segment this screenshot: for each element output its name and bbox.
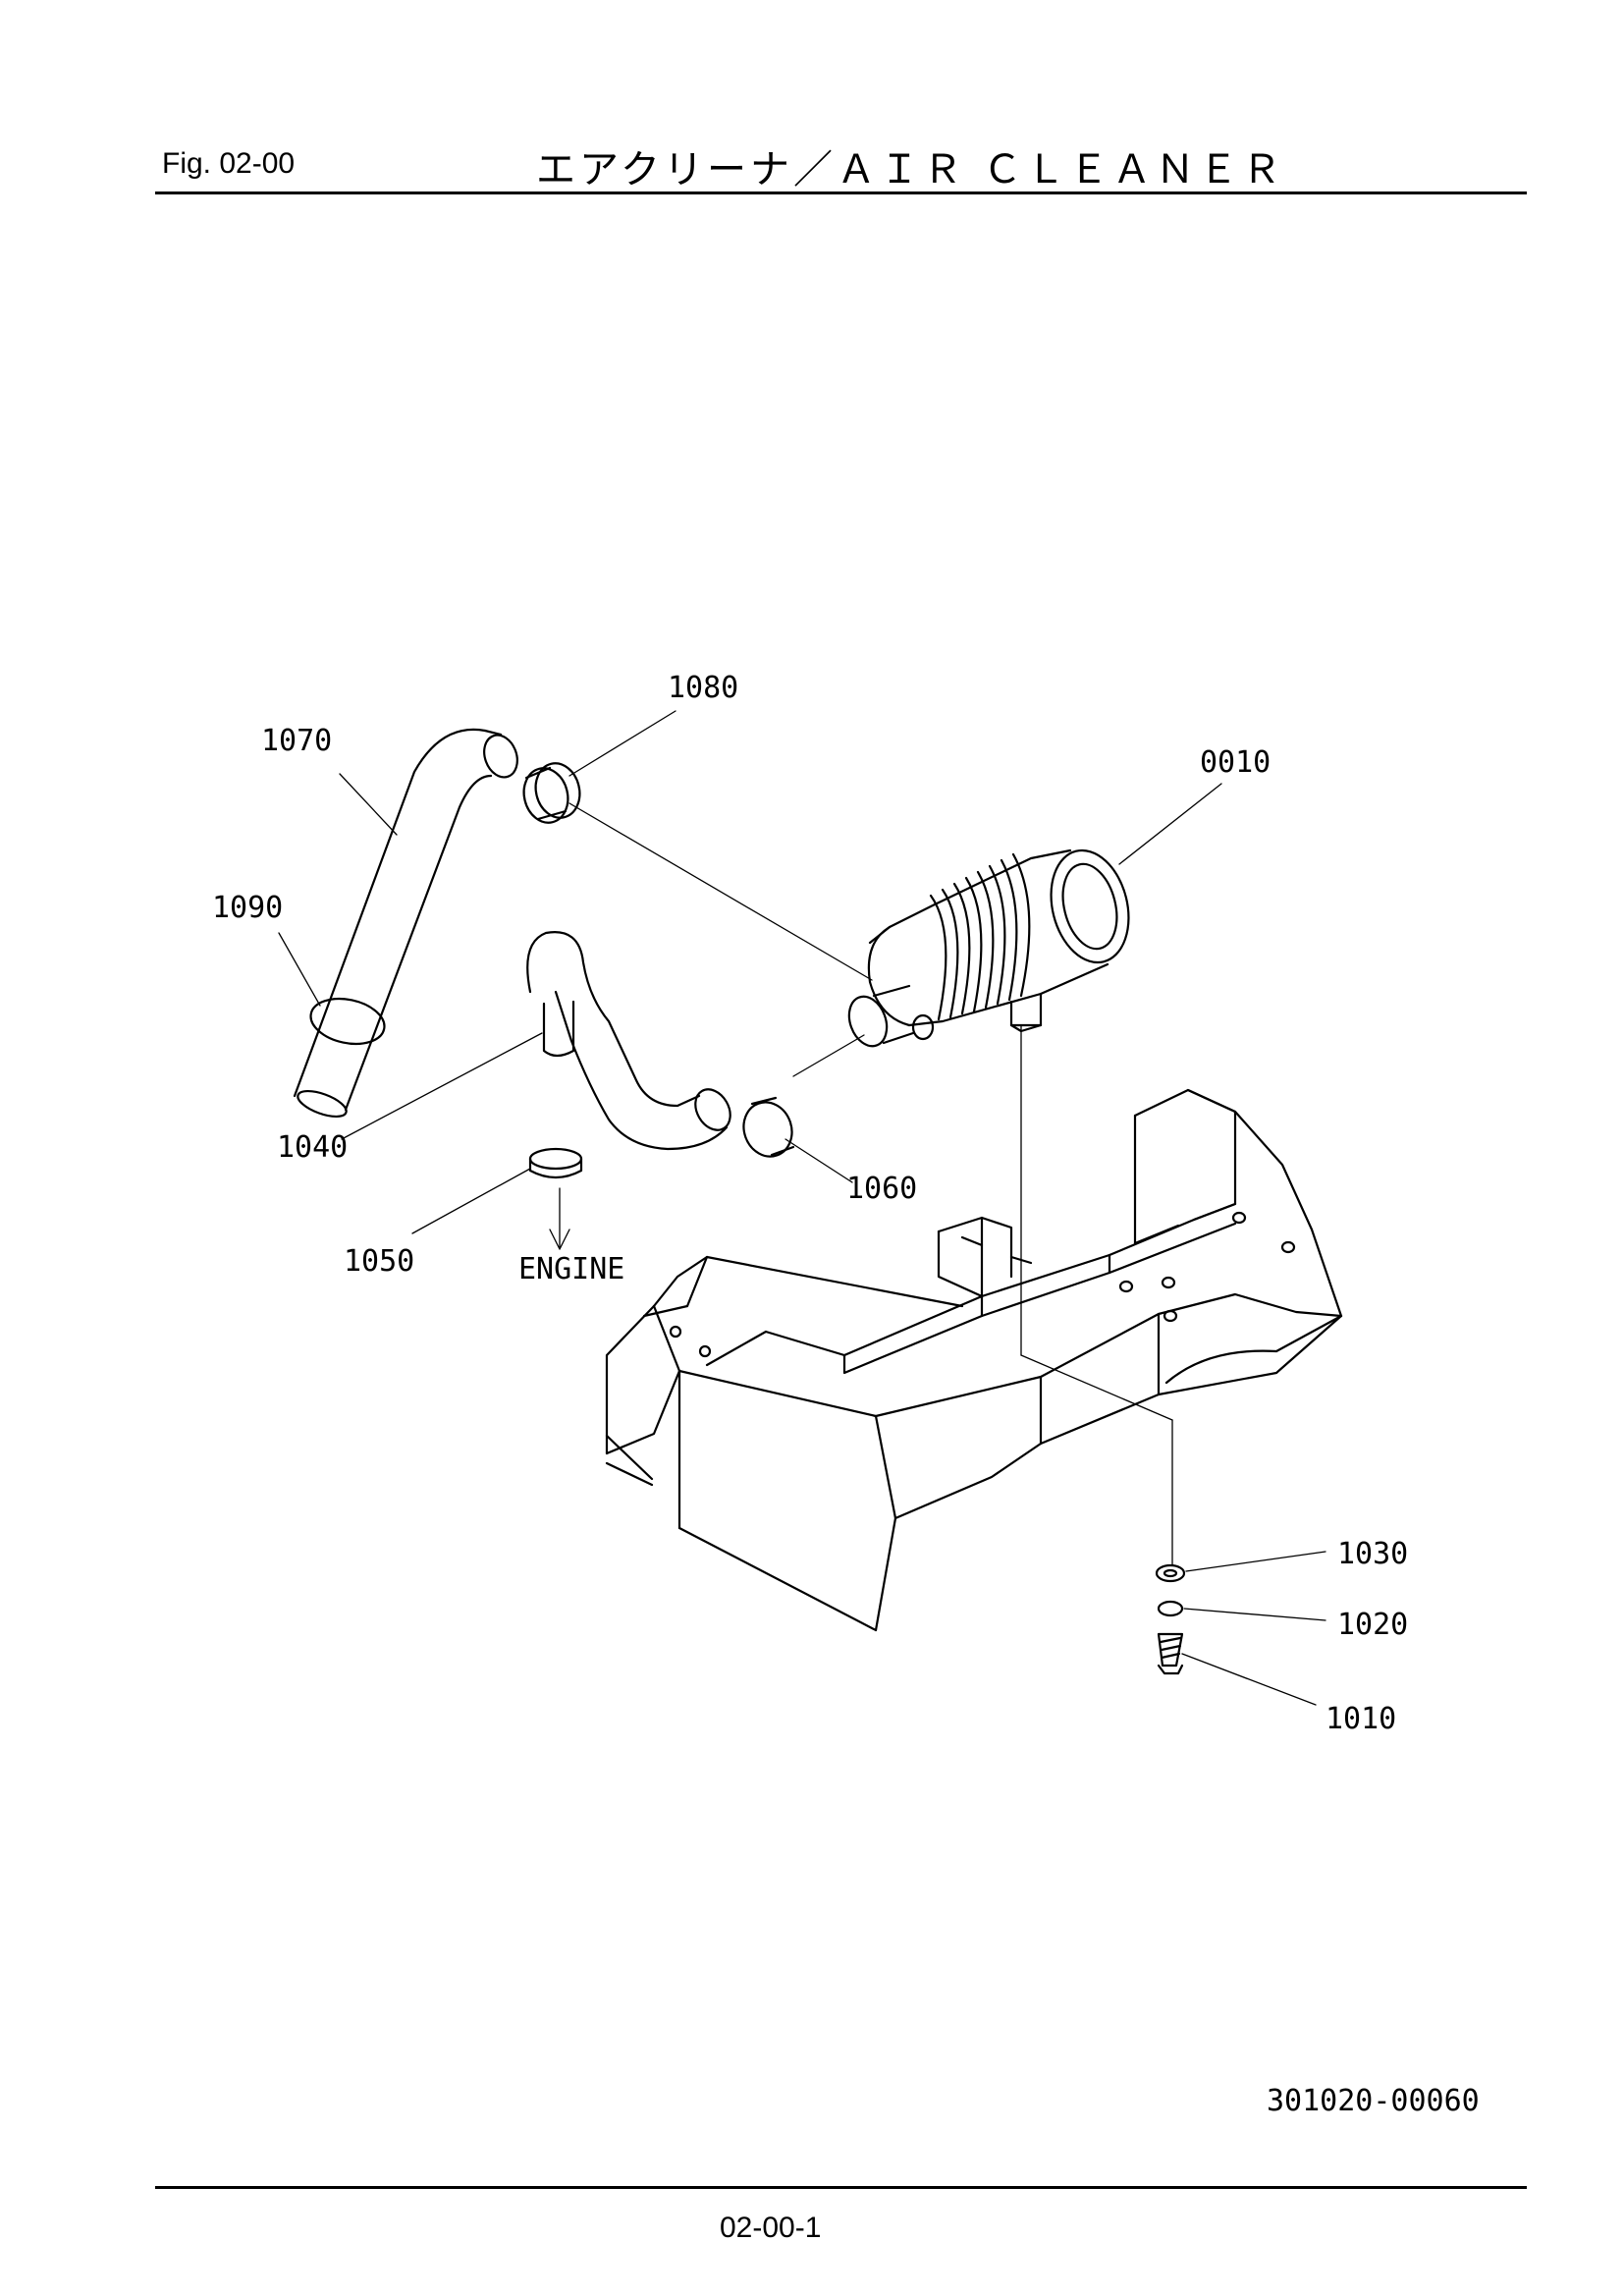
engine-label: ENGINE xyxy=(518,1252,624,1286)
callout-0010: 0010 xyxy=(1200,745,1271,780)
chassis-frame xyxy=(605,1088,1343,1632)
washer-1030 xyxy=(1155,1563,1186,1583)
callout-1020: 1020 xyxy=(1337,1608,1408,1642)
hose-1040 xyxy=(526,931,731,1151)
clamp-1060 xyxy=(742,1096,795,1158)
callout-1080: 1080 xyxy=(668,671,738,705)
leader-lines xyxy=(278,710,1326,1706)
footer-rule xyxy=(155,2186,1527,2189)
header-rule xyxy=(155,191,1527,194)
page-title: エアクリーナ／ＡＩＲ ＣＬＥＡＮＥＲ xyxy=(536,147,1285,192)
callout-1070: 1070 xyxy=(261,724,332,758)
callout-1090: 1090 xyxy=(212,891,283,925)
callout-1060: 1060 xyxy=(846,1172,917,1206)
callout-1030: 1030 xyxy=(1337,1537,1408,1571)
callout-1050: 1050 xyxy=(344,1244,414,1279)
air-cleaner-0010 xyxy=(847,848,1130,1048)
figure-number: Fig. 02-00 xyxy=(162,147,296,180)
page-number: 02-00-1 xyxy=(720,2212,822,2244)
hose-1070 xyxy=(293,728,518,1119)
drawing-number: 301020-00060 xyxy=(1267,2084,1480,2118)
callout-1040: 1040 xyxy=(277,1130,348,1165)
cap-1050 xyxy=(528,1147,583,1179)
clamp-1090 xyxy=(309,997,386,1046)
clamp-1080 xyxy=(522,762,581,824)
spring-washer-1020 xyxy=(1157,1600,1184,1617)
callout-1010: 1010 xyxy=(1325,1702,1396,1736)
bolt-1010 xyxy=(1157,1632,1184,1675)
